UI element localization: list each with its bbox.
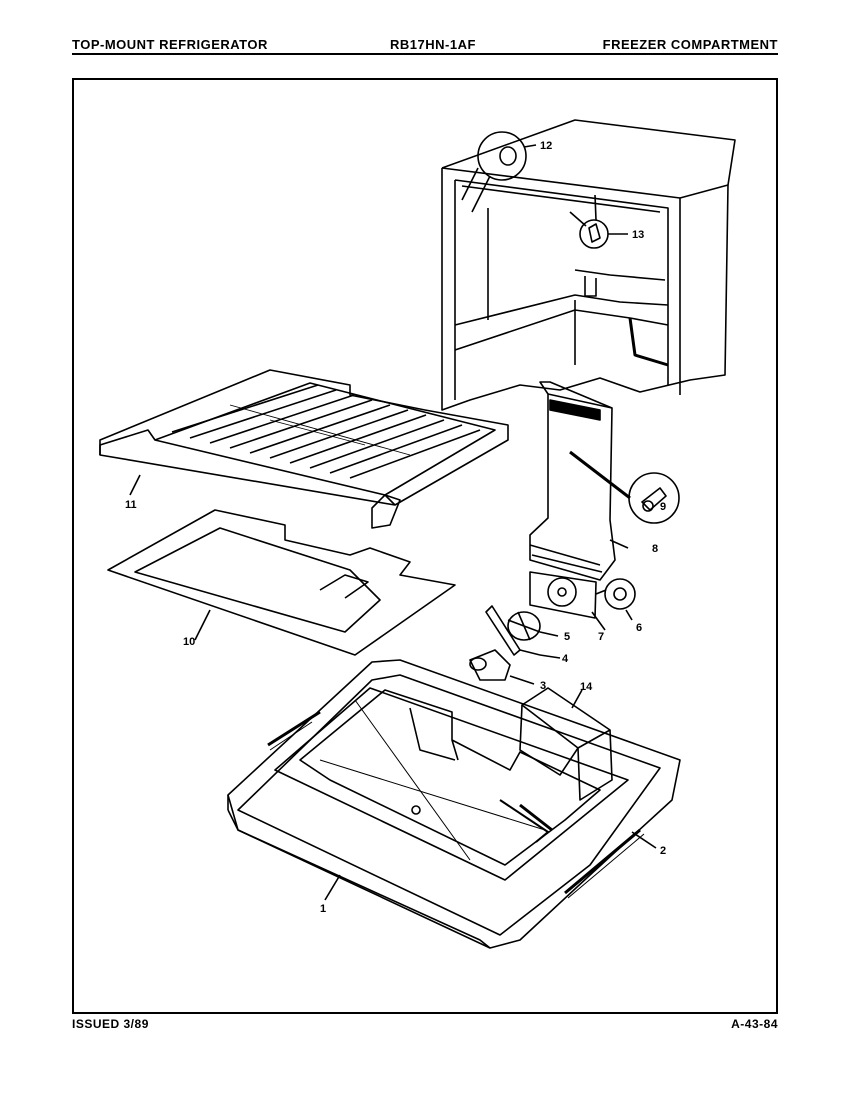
part-4-motor-bracket: [485, 605, 561, 659]
part-6-fan-grommet: [595, 578, 636, 621]
header-section-title: FREEZER COMPARTMENT: [602, 37, 778, 52]
freezer-cabinet: [441, 119, 736, 411]
callout-11: 11: [125, 499, 137, 511]
part-9-thermistor: [628, 472, 680, 524]
callout-4: 4: [562, 653, 569, 665]
part-10-cover-panel: [107, 509, 456, 656]
callout-14: 14: [580, 681, 593, 693]
part-11-wire-shelf: [99, 369, 509, 529]
callout-8: 8: [652, 543, 658, 555]
callout-6: 6: [636, 622, 642, 634]
callout-9: 9: [660, 501, 666, 513]
callout-10: 10: [183, 636, 195, 648]
callout-1: 1: [320, 903, 326, 915]
part-12-light-socket: [461, 131, 537, 213]
part-13-control-knob: [569, 194, 628, 249]
callout-3: 3: [540, 680, 546, 692]
diagram-frame: [72, 78, 778, 1014]
part-8-evaporator-cover: [529, 381, 631, 581]
header-model-number: RB17HN-1AF: [390, 37, 476, 52]
callout-13: 13: [632, 229, 644, 241]
callout-12: 12: [540, 140, 552, 152]
header-model-type: TOP-MOUNT REFRIGERATOR: [72, 37, 268, 52]
part-2-door-gasket-strip: [564, 828, 657, 899]
callout-7: 7: [598, 631, 604, 643]
callout-5: 5: [564, 631, 570, 643]
part-7-fan-bracket: [529, 571, 606, 631]
footer-page-code: A-43-84: [731, 1017, 778, 1031]
part-14-air-duct: [519, 687, 613, 801]
header-rule: [72, 53, 778, 55]
part-3-fan-motor: [469, 649, 535, 685]
footer-issue-date: ISSUED 3/89: [72, 1017, 149, 1031]
part-5-fan-blade: [507, 611, 559, 641]
callout-2: 2: [660, 845, 666, 857]
part-1-freezer-liner: [227, 659, 681, 949]
